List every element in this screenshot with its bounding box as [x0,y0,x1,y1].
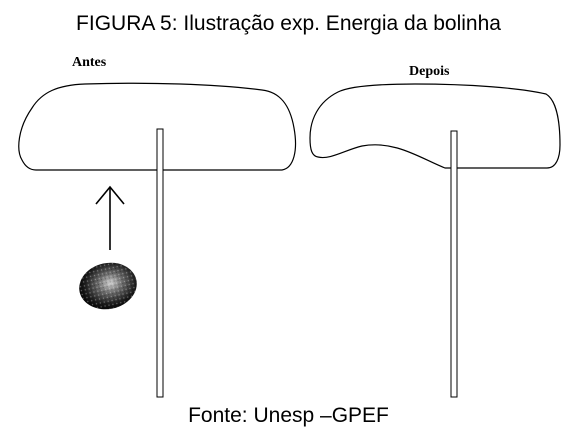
membrane-after-shape [309,83,561,169]
rod-before [156,128,164,398]
panel-label-after: Depois [409,64,450,79]
arrow-up-icon [95,185,125,250]
figure-source: Fonte: Unesp –GPEF [188,404,389,427]
ball-icon [79,262,137,310]
rod-after [450,130,458,398]
figure-title: FIGURA 5: Ilustração exp. Energia da bol… [76,12,501,35]
membrane-before-shape [18,82,297,171]
panel-label-before: Antes [72,55,107,70]
